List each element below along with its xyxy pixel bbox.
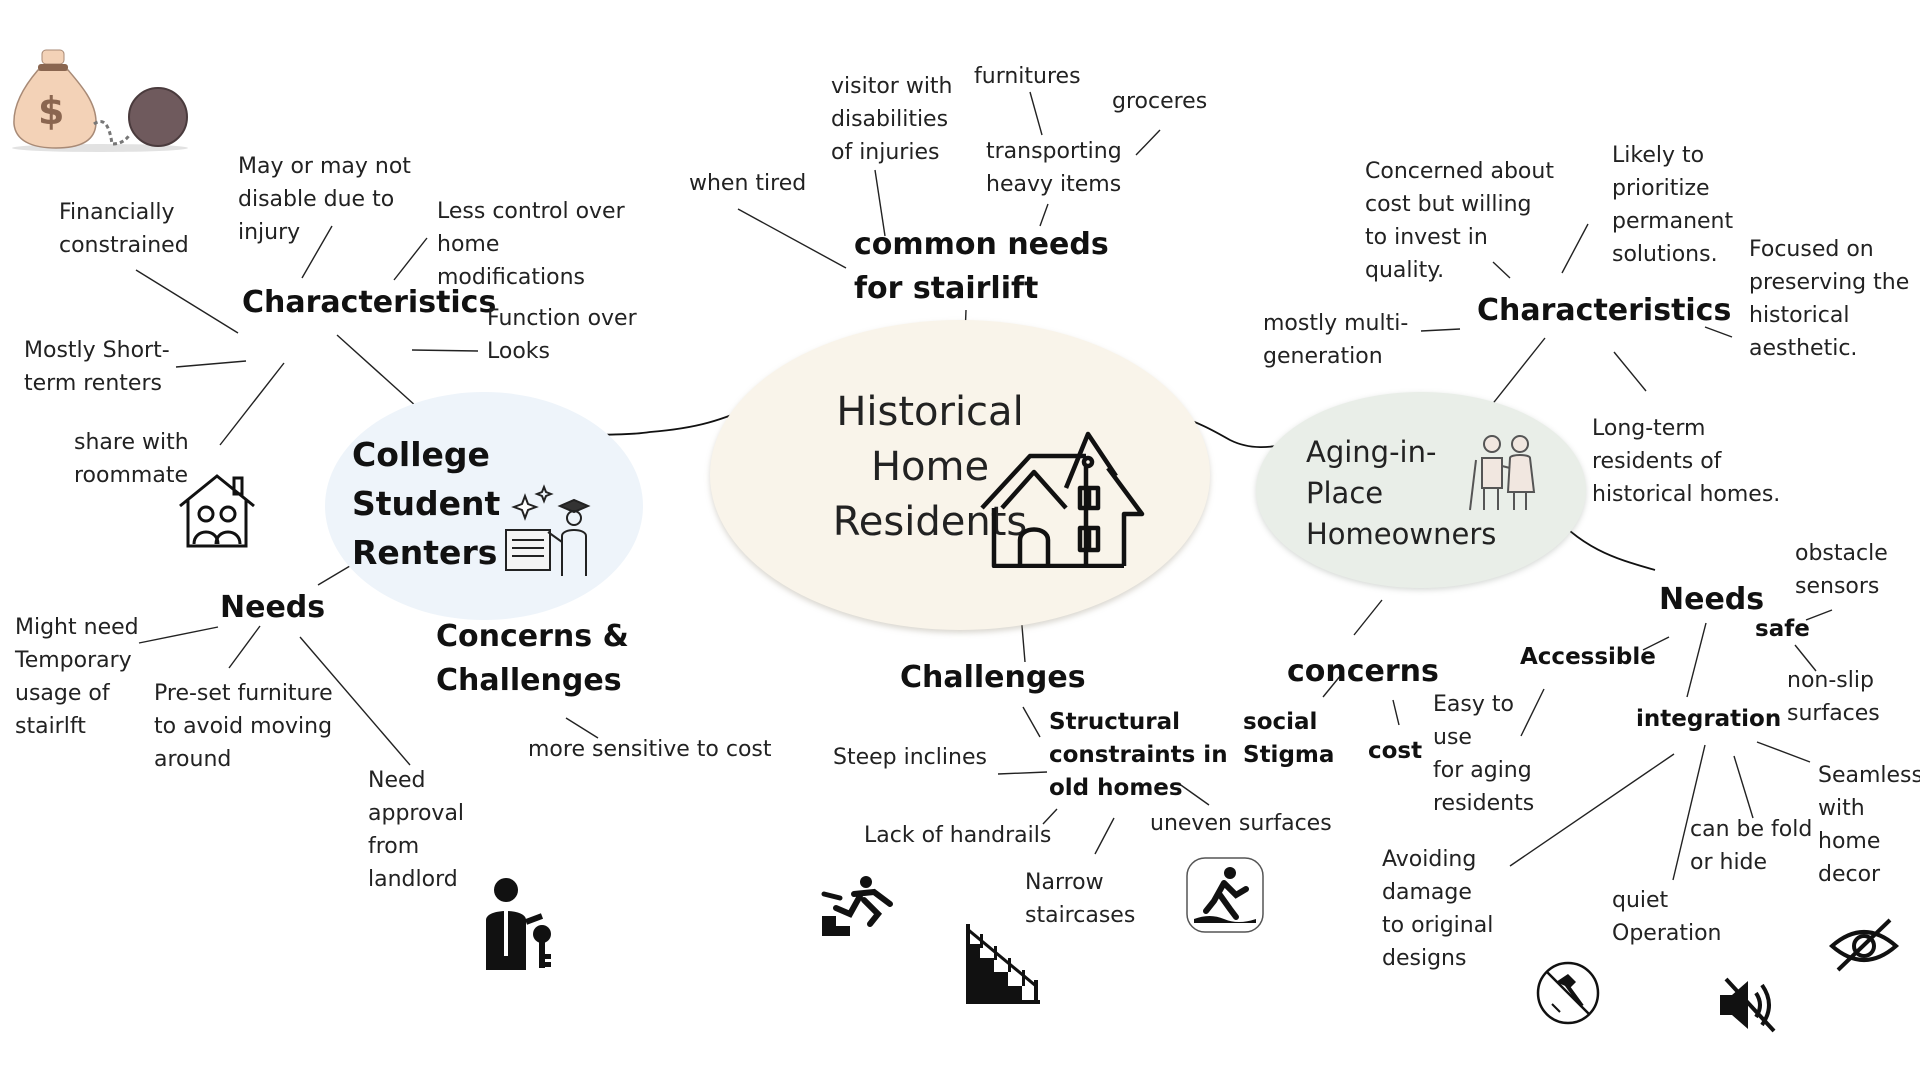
falling-on-stairs-icon <box>821 876 893 936</box>
house-roommates-icon <box>179 474 255 548</box>
challenge-structural: Structural constraints in old homes <box>1049 709 1228 801</box>
common-need-visitor: visitor with disabilities of injuries <box>831 74 953 165</box>
common-need-transporting: transporting heavy items <box>986 139 1122 197</box>
common-need-furnitures: furnitures <box>974 64 1081 89</box>
common-need-tired: when tired <box>689 171 807 196</box>
common-needs-title: common needs for stairlift <box>854 227 1109 306</box>
student-graduate-icon <box>505 484 591 576</box>
aging-need-obstacle: obstacle sensors <box>1795 541 1888 599</box>
aging-concern-stigma: social Stigma <box>1243 709 1335 768</box>
challenge-handrails: Lack of handrails <box>864 823 1052 848</box>
college-char-financially: Financially constrained <box>59 200 189 258</box>
aging-char-longterm: Long-term residents of historical homes. <box>1592 416 1781 507</box>
college-char-disable: May or may not disable due to injury <box>238 154 411 245</box>
aging-characteristics-title: Characteristics <box>1477 293 1732 328</box>
challenge-steep: Steep inclines <box>833 745 987 770</box>
college-concern-cost: more sensitive to cost <box>528 737 772 762</box>
aging-need-nonslip: non-slip surfaces <box>1787 668 1880 726</box>
common-need-groceres: groceres <box>1112 89 1208 114</box>
staircase-icon <box>966 924 1040 1004</box>
aging-need-accessible: Accessible <box>1520 644 1656 670</box>
aging-need-avoid: Avoiding damage to original designs <box>1382 847 1494 971</box>
money-bag-ball-chain-icon: $ <box>12 49 188 152</box>
aging-char-multigeneration: mostly multi- generation <box>1263 311 1409 369</box>
aging-char-permanent: Likely to prioritize permanent solutions… <box>1612 143 1734 267</box>
aging-need-fold: can be fold or hide <box>1690 817 1813 875</box>
aging-needs-title: Needs <box>1659 582 1765 617</box>
college-need-approval: Need approval from landlord <box>368 768 465 892</box>
aging-need-integration: integration <box>1636 706 1782 732</box>
college-need-temporary: Might need Temporary usage of stairlft <box>15 615 139 739</box>
college-title: College Student Renters <box>352 435 501 572</box>
landlord-key-icon <box>486 878 551 970</box>
college-char-less-control: Less control over home modifications <box>437 199 625 290</box>
challenge-uneven: uneven surfaces <box>1150 811 1332 836</box>
aging-need-easy: Easy to use for aging residents <box>1433 692 1535 816</box>
challenges-title: Challenges <box>900 660 1086 695</box>
svg-text:$: $ <box>38 89 64 133</box>
aging-need-safe: safe <box>1755 616 1810 642</box>
aging-need-quiet: quiet Operation <box>1612 888 1722 946</box>
aging-char-cost: Concerned about cost but willing to inve… <box>1365 159 1554 283</box>
aging-title: Aging-in- Place Homeowners <box>1306 435 1497 551</box>
aging-concern-cost: cost <box>1368 738 1423 764</box>
elderly-couple-icon <box>1469 435 1536 511</box>
mute-speaker-icon <box>1720 977 1776 1033</box>
college-char-short-term: Mostly Short- term renters <box>24 338 170 396</box>
hidden-eye-icon <box>1828 918 1900 972</box>
aging-need-seamless: Seamless with home decor <box>1818 763 1920 887</box>
college-need-preset: Pre-set furniture to avoid moving around <box>154 681 333 772</box>
college-concerns-title: Concerns & Challenges <box>436 619 629 698</box>
college-char-roommate: share with roommate <box>74 430 189 488</box>
slip-hazard-icon <box>1186 857 1264 933</box>
no-hammer-icon <box>1536 961 1600 1025</box>
college-needs-title: Needs <box>220 590 326 625</box>
challenge-narrow: Narrow staircases <box>1025 870 1136 928</box>
historic-house-icon <box>980 431 1145 568</box>
center-bubble <box>710 320 1210 630</box>
college-characteristics-title: Characteristics <box>242 285 497 320</box>
college-char-function: Function over Looks <box>487 306 637 364</box>
aging-char-aesthetic: Focused on preserving the historical aes… <box>1749 237 1910 361</box>
aging-concerns-title: concerns <box>1287 654 1439 689</box>
